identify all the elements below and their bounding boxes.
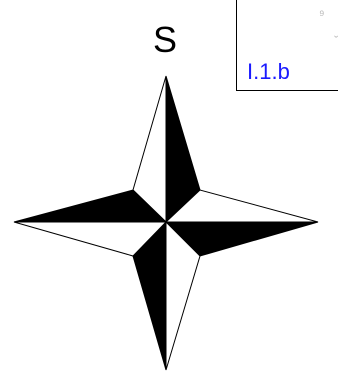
inset-map-box: ⁹ ˇ I.1.b (236, 0, 338, 91)
inset-map-mark: ˇ (334, 34, 338, 47)
inset-map-mark: ⁹ (319, 8, 325, 21)
direction-label-south: S (150, 22, 180, 58)
inset-label: I.1.b (247, 60, 290, 84)
